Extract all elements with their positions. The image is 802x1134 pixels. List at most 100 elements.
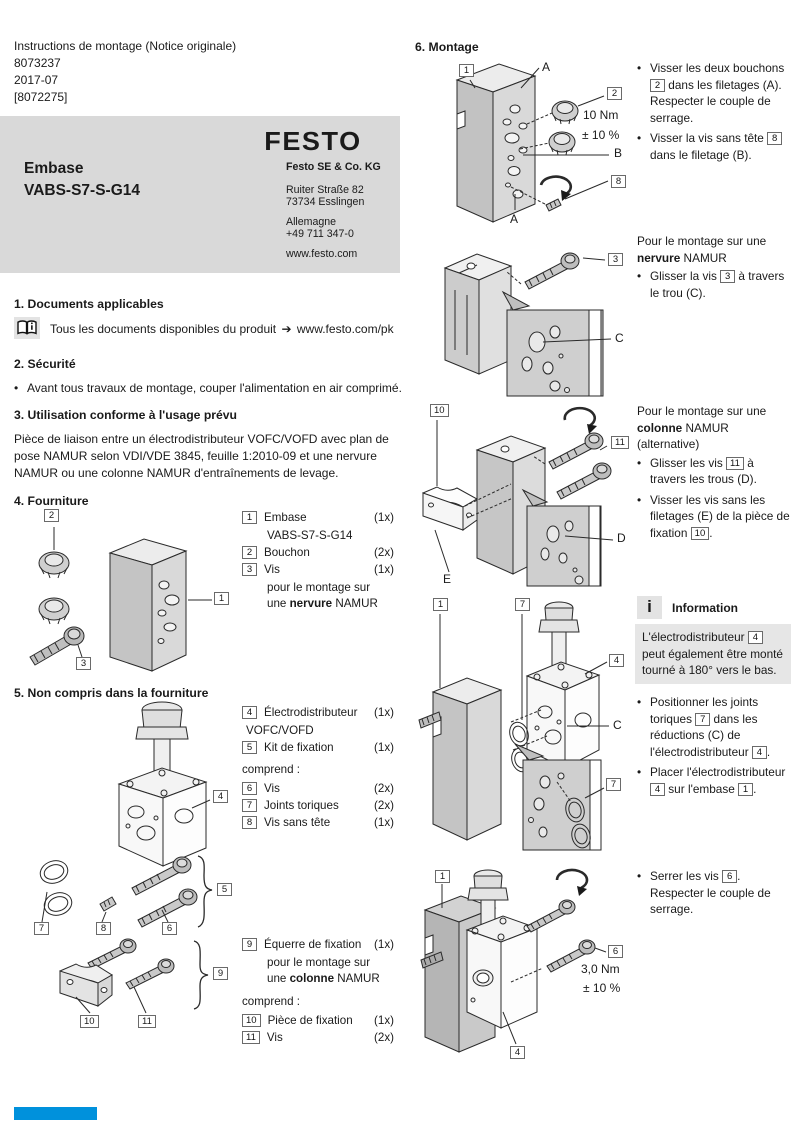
montage-fig4: 1 7 4 C 7 bbox=[415, 592, 633, 858]
arrow-icon: ➔ bbox=[281, 322, 292, 336]
fig-label-d: D bbox=[617, 531, 626, 545]
montage-fig3-svg bbox=[415, 398, 633, 590]
fig-ref-3: 3 bbox=[76, 657, 91, 670]
comprend-label: comprend : bbox=[242, 763, 300, 776]
montage-step2: Pour le montage sur une nervure NAMUR Gl… bbox=[637, 233, 791, 305]
doc-header: Instructions de montage (Notice original… bbox=[14, 38, 236, 106]
part-sub: VABS-S7-S-G14 bbox=[267, 529, 353, 542]
fig-ref-9: 9 bbox=[213, 967, 228, 980]
montage-step5: Serrer les vis 6. Respecter le couple de… bbox=[637, 868, 791, 922]
fig-ref-11: 11 bbox=[138, 1015, 156, 1028]
part-note: pour le montage sur bbox=[267, 581, 371, 594]
fig-ref-5: 5 bbox=[217, 883, 232, 896]
fig-ref-4: 4 bbox=[213, 790, 228, 803]
fig-ref-1: 1 bbox=[435, 870, 450, 883]
fig-ref-4: 4 bbox=[609, 654, 624, 667]
fourniture-figure: 2 1 3 bbox=[14, 505, 236, 675]
fig-label-a-bottom: A bbox=[510, 212, 519, 226]
montage-fig2: 3 C bbox=[415, 240, 633, 398]
comprend-label: comprend : bbox=[242, 995, 300, 1008]
doc-ref: [8072275] bbox=[14, 90, 68, 104]
fourniture-figure-svg bbox=[14, 505, 236, 675]
montage-intro: Pour le montage sur une colonne NAMUR (a… bbox=[637, 404, 767, 451]
equerre-figure: 9 10 11 bbox=[14, 933, 240, 1045]
montage-fig3: 10 11 D E bbox=[415, 398, 633, 590]
brand-box: FESTO Embase VABS-S7-S-G14 Festo SE & Co… bbox=[0, 116, 400, 273]
montage-fig2-svg bbox=[415, 240, 633, 398]
section4-heading: 4. Fourniture bbox=[14, 494, 89, 508]
fig-ref-6: 6 bbox=[608, 945, 623, 958]
fig-ref-6: 6 bbox=[162, 922, 177, 935]
montage-fig1-svg bbox=[415, 54, 633, 232]
fig-ref-10: 10 bbox=[430, 404, 449, 417]
montage-fig5: 1 6 3,0 Nm ± 10 % 4 bbox=[415, 862, 633, 1062]
fig-ref-4: 4 bbox=[510, 1046, 525, 1059]
product-title: Embase VABS-S7-S-G14 bbox=[24, 160, 140, 199]
fig-label-b: B bbox=[614, 146, 623, 160]
montage-fig4-svg bbox=[415, 592, 633, 858]
fig-ref-10: 10 bbox=[80, 1015, 99, 1028]
safety-bullet: Avant tous travaux de montage, couper l'… bbox=[14, 381, 407, 395]
fig-torque: 3,0 Nm bbox=[581, 962, 620, 976]
fig-ref-11: 11 bbox=[611, 436, 629, 449]
fig-ref-7: 7 bbox=[515, 598, 530, 611]
documents-line: Tous les documents disponibles du produi… bbox=[50, 322, 394, 336]
section5-heading: 5. Non compris dans la fourniture bbox=[14, 686, 209, 700]
fig-tolerance: ± 10 % bbox=[583, 981, 621, 995]
documents-book-icon bbox=[14, 317, 40, 339]
non-compris-figure: 4 5 7 8 6 bbox=[14, 696, 240, 935]
fig-label-e: E bbox=[443, 572, 452, 586]
product-link[interactable]: www.festo.com/pk bbox=[296, 322, 394, 336]
fig-tolerance: ± 10 % bbox=[582, 128, 620, 142]
doc-type: Instructions de montage (Notice original… bbox=[14, 39, 237, 53]
fig-ref-2: 2 bbox=[44, 509, 59, 522]
fig-ref-7: 7 bbox=[34, 922, 49, 935]
fig-ref-8: 8 bbox=[611, 175, 626, 188]
part-note: une nervure NAMUR bbox=[267, 597, 378, 610]
info-icon: i bbox=[637, 596, 662, 619]
part-note: une colonne NAMUR bbox=[267, 972, 380, 985]
non-compris-figure-svg bbox=[14, 696, 240, 934]
company-website[interactable]: www.festo.com bbox=[286, 248, 358, 260]
fig-ref-1: 1 bbox=[459, 64, 474, 77]
montage-fig1: 1 A 2 10 Nm ± 10 % B 8 A bbox=[415, 54, 633, 232]
fig-torque: 10 Nm bbox=[583, 108, 619, 122]
info-title: Information bbox=[672, 601, 738, 615]
equerre-figure-svg bbox=[14, 933, 240, 1045]
fig-ref-7-detail: 7 bbox=[606, 778, 621, 791]
montage-step1: Visser les deux bouchons 2 dans les file… bbox=[637, 60, 791, 167]
montage-step3: Pour le montage sur une colonne NAMUR (a… bbox=[637, 403, 791, 545]
montage-step4: Positionner les joints toriques 7 dans l… bbox=[637, 694, 791, 801]
company-address: Ruiter Straße 82 73734 Esslingen Allemag… bbox=[286, 184, 365, 260]
fig-ref-1: 1 bbox=[214, 592, 229, 605]
fig-ref-8: 8 bbox=[96, 922, 111, 935]
footer-brand-bar bbox=[14, 1107, 97, 1120]
fig-ref-1: 1 bbox=[433, 598, 448, 611]
fig-label-a-top: A bbox=[542, 60, 551, 74]
montage-intro: Pour le montage sur une nervure NAMUR bbox=[637, 234, 767, 265]
fig-ref-2: 2 bbox=[607, 87, 622, 100]
company-name: Festo SE & Co. KG bbox=[286, 161, 381, 173]
section1-heading: 1. Documents applicables bbox=[14, 297, 164, 311]
montage-fig5-svg bbox=[415, 862, 633, 1062]
section6-heading: 6. Montage bbox=[415, 40, 479, 54]
doc-number: 8073237 bbox=[14, 56, 61, 70]
part-note: pour le montage sur bbox=[267, 956, 371, 969]
info-note: L'électrodistributeur 4 peut également ê… bbox=[635, 624, 791, 684]
fig-ref-3: 3 bbox=[608, 253, 623, 266]
section3-heading: 3. Utilisation conforme à l'usage prévu bbox=[14, 408, 238, 422]
